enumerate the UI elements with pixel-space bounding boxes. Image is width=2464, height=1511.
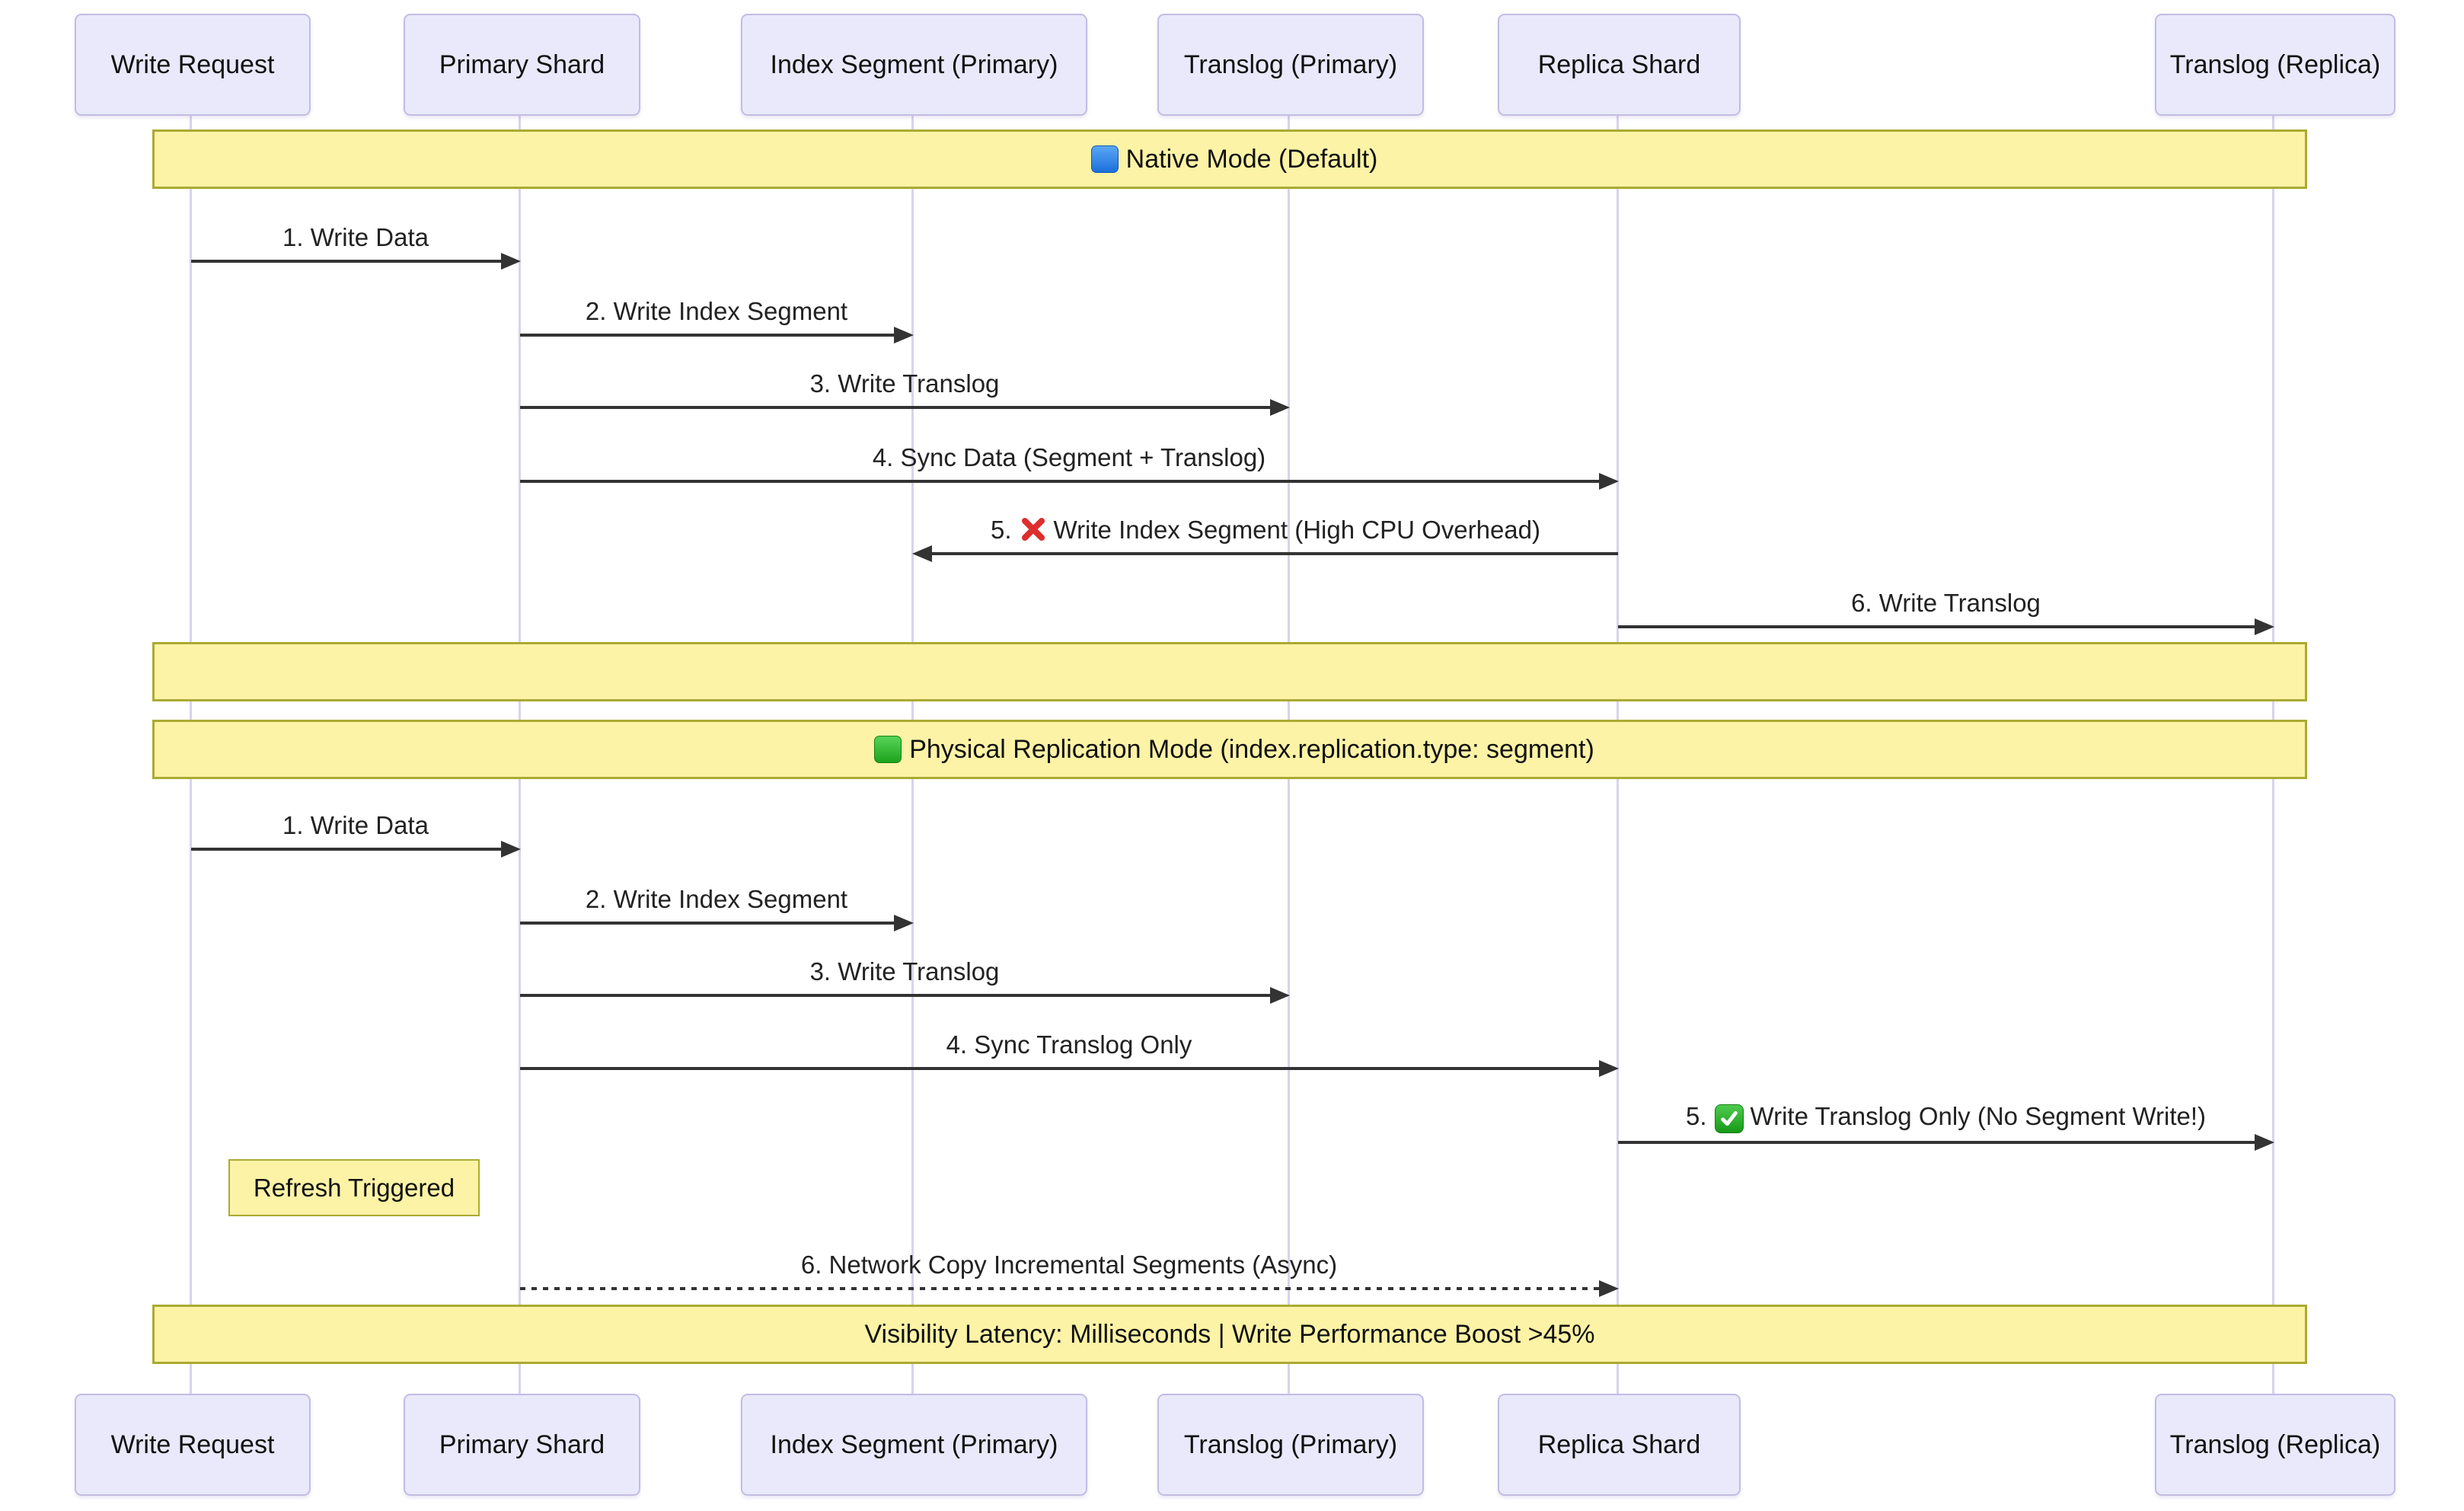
blue-square-icon	[1090, 145, 1119, 173]
cross-mark-icon	[1020, 516, 1047, 543]
actor-label: Index Segment (Primary)	[770, 1430, 1058, 1459]
message-native-2: 2. Write Index Segment	[520, 289, 914, 343]
message-label: 4. Sync Translog Only	[946, 1030, 1192, 1059]
arrowhead-icon	[1270, 399, 1290, 416]
actor-primary-shard-bottom: Primary Shard	[404, 1394, 640, 1496]
arrowhead-icon	[1270, 987, 1290, 1004]
actor-primary-shard-top: Primary Shard	[404, 14, 640, 116]
green-square-icon	[874, 736, 902, 763]
actor-label: Write Request	[110, 1430, 275, 1459]
message-native-5: 5. Write Index Segment (High CPU Overhead…	[912, 508, 1618, 562]
arrowhead-icon	[501, 841, 521, 858]
arrowhead-icon	[501, 253, 521, 270]
banner-native-label: Native Mode (Default)	[1125, 144, 1378, 174]
actor-label: Index Segment (Primary)	[770, 50, 1058, 79]
actor-translog-primary-top: Translog (Primary)	[1157, 14, 1424, 116]
message-physical-5: 5. Write Translog Only (No Segment Write!…	[1618, 1097, 2274, 1151]
message-text: Write Translog Only (No Segment Write!)	[1750, 1102, 2206, 1130]
message-physical-1: 1. Write Data	[191, 803, 521, 858]
banner-footer-label: Visibility Latency: Milliseconds | Write…	[864, 1319, 1595, 1349]
message-physical-6-async: 6. Network Copy Incremental Segments (As…	[520, 1243, 1619, 1297]
message-label: 3. Write Translog	[809, 369, 1000, 398]
message-label: 4. Sync Data (Segment + Translog)	[872, 443, 1266, 471]
actor-write-request-top: Write Request	[75, 14, 311, 116]
actor-translog-replica-top: Translog (Replica)	[2155, 14, 2395, 116]
actor-translog-replica-bottom: Translog (Replica)	[2155, 1394, 2395, 1496]
arrow-line	[520, 480, 1601, 483]
note-label: Refresh Triggered	[253, 1173, 455, 1202]
message-physical-3: 3. Write Translog	[520, 950, 1290, 1004]
arrow-line	[520, 334, 896, 337]
message-label: 6. Write Translog	[1851, 589, 2041, 617]
actor-label: Primary Shard	[439, 1430, 605, 1459]
arrow-line	[1618, 1141, 2257, 1144]
message-number: 5.	[990, 516, 1012, 544]
arrowhead-icon	[894, 327, 914, 343]
actor-replica-shard-top: Replica Shard	[1498, 14, 1741, 116]
message-label: 1. Write Data	[282, 223, 429, 251]
check-mark-icon	[1714, 1104, 1744, 1133]
message-label: 3. Write Translog	[809, 957, 1000, 986]
banner-native-mode: Native Mode (Default)	[152, 129, 2307, 189]
arrow-line	[520, 922, 896, 925]
note-refresh-triggered: Refresh Triggered	[228, 1159, 480, 1216]
arrowhead-icon	[1599, 1060, 1619, 1077]
arrow-line	[191, 848, 503, 851]
actor-label: Translog (Primary)	[1183, 1430, 1398, 1459]
message-label: 6. Network Copy Incremental Segments (As…	[800, 1251, 1338, 1279]
message-physical-2: 2. Write Index Segment	[520, 877, 914, 931]
banner-physical-mode: Physical Replication Mode (index.replica…	[152, 720, 2307, 779]
message-native-4: 4. Sync Data (Segment + Translog)	[520, 436, 1619, 490]
message-label: 2. Write Index Segment	[585, 885, 848, 913]
actor-index-segment-top: Index Segment (Primary)	[741, 14, 1087, 116]
arrow-line	[191, 260, 503, 263]
message-text: Write Index Segment (High CPU Overhead)	[1053, 516, 1541, 544]
actor-label: Translog (Primary)	[1183, 50, 1398, 79]
arrow-line	[520, 1067, 1601, 1070]
banner-physical-label: Physical Replication Mode (index.replica…	[909, 734, 1594, 764]
actor-label: Primary Shard	[439, 50, 605, 79]
actor-label: Replica Shard	[1537, 1430, 1701, 1459]
arrow-line-dashed	[520, 1287, 1601, 1290]
arrowhead-icon	[2255, 618, 2274, 635]
arrowhead-icon	[2255, 1134, 2274, 1151]
message-native-6: 6. Write Translog	[1618, 581, 2274, 635]
arrow-line	[520, 994, 1272, 997]
message-native-1: 1. Write Data	[191, 216, 521, 270]
message-physical-4: 4. Sync Translog Only	[520, 1023, 1619, 1077]
message-native-3: 3. Write Translog	[520, 362, 1290, 416]
arrowhead-icon	[912, 545, 932, 562]
arrowhead-icon	[894, 915, 914, 931]
actor-translog-primary-bottom: Translog (Primary)	[1157, 1394, 1424, 1496]
arrowhead-icon	[1599, 1280, 1619, 1297]
banner-footer-latency: Visibility Latency: Milliseconds | Write…	[152, 1305, 2307, 1364]
message-label: 1. Write Data	[282, 811, 429, 839]
arrow-line	[1618, 625, 2257, 628]
message-number: 5.	[1686, 1102, 1707, 1130]
actor-label: Replica Shard	[1537, 50, 1701, 79]
arrow-line	[930, 552, 1618, 555]
message-label: 2. Write Index Segment	[585, 297, 848, 325]
arrowhead-icon	[1599, 473, 1619, 490]
message-label: 5. Write Translog Only (No Segment Write!…	[1618, 1102, 2274, 1133]
actor-label: Write Request	[110, 50, 275, 79]
arrow-line	[520, 406, 1272, 409]
actor-index-segment-bottom: Index Segment (Primary)	[741, 1394, 1087, 1496]
banner-spacer	[152, 642, 2307, 701]
actor-replica-shard-bottom: Replica Shard	[1498, 1394, 1741, 1496]
actor-write-request-bottom: Write Request	[75, 1394, 311, 1496]
actor-label: Translog (Replica)	[2169, 50, 2381, 79]
actor-label: Translog (Replica)	[2169, 1430, 2381, 1459]
message-label: 5. Write Index Segment (High CPU Overhead…	[913, 516, 1618, 545]
